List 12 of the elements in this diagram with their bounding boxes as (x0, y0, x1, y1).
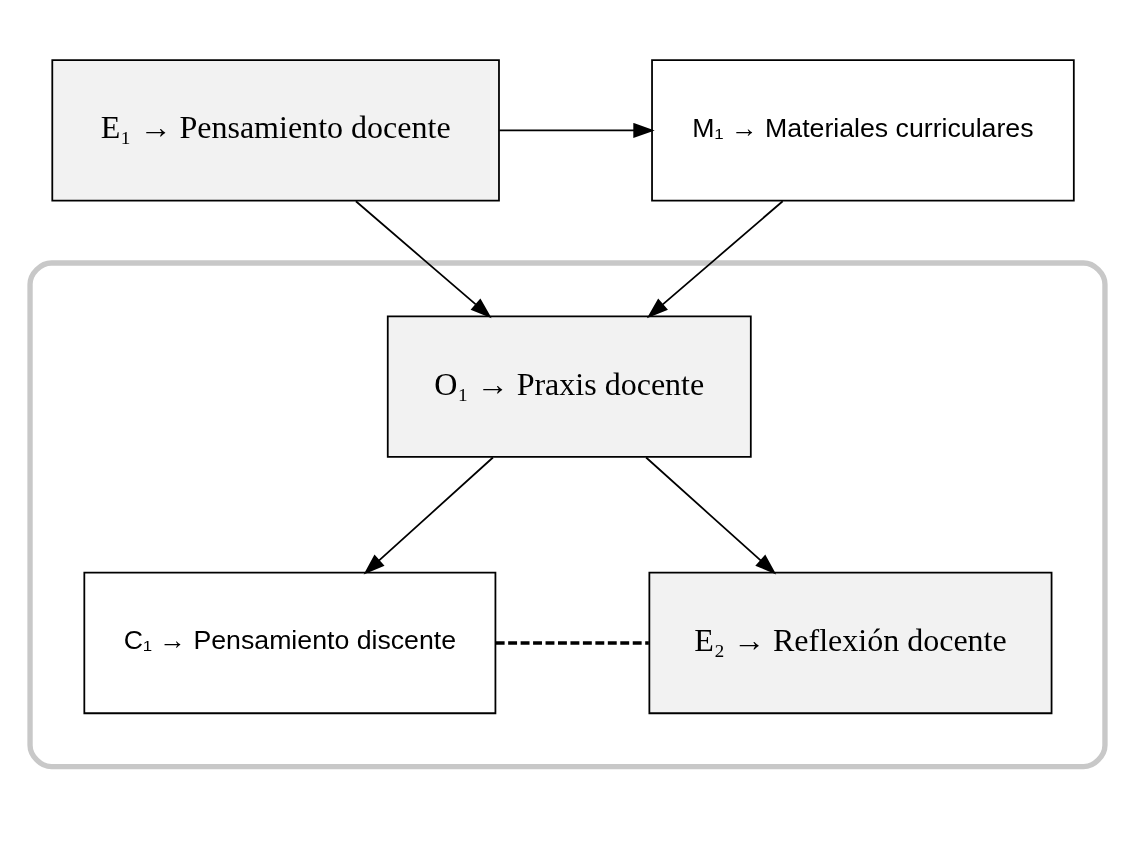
arrow (355, 200, 492, 319)
node-box: O₁ → Praxis docente (386, 315, 752, 458)
node-box: M₁ → Materiales curriculares (651, 59, 1075, 202)
connector (495, 641, 649, 645)
arrow (645, 456, 777, 575)
node-box: E₂ → Reflexión docente (648, 571, 1053, 715)
arrow (363, 456, 494, 575)
cluster (27, 260, 1108, 770)
node-box: E₁ → Pensamiento docente (51, 59, 500, 202)
arrow (646, 200, 784, 319)
node-box: C₁ → Pensamiento discente (83, 571, 497, 715)
arrow (498, 122, 655, 138)
